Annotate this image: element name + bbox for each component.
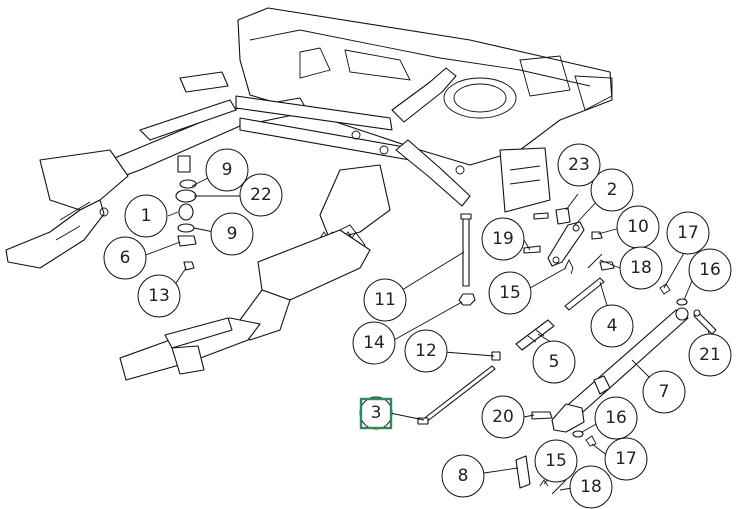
callout-1: 1	[124, 194, 168, 238]
callout-20: 20	[481, 395, 525, 439]
svg-text:18: 18	[630, 258, 652, 278]
callout-2: 2	[590, 168, 634, 212]
svg-text:19: 19	[492, 229, 514, 249]
svg-text:12: 12	[415, 341, 437, 361]
svg-text:11: 11	[374, 290, 396, 310]
svg-text:23: 23	[568, 155, 590, 175]
callout-13: 13	[137, 274, 181, 318]
svg-text:8: 8	[458, 466, 469, 486]
svg-text:2: 2	[607, 180, 618, 200]
svg-text:20: 20	[492, 407, 514, 427]
callout-19: 19	[481, 217, 525, 261]
callout-7: 7	[642, 370, 686, 414]
svg-text:16: 16	[699, 260, 721, 280]
svg-text:15: 15	[545, 451, 567, 471]
svg-text:13: 13	[148, 286, 170, 306]
callout-18b: 18	[569, 465, 613, 509]
svg-text:14: 14	[363, 333, 385, 353]
callout-4: 4	[590, 304, 634, 348]
callout-12: 12	[404, 329, 448, 373]
svg-text:10: 10	[627, 217, 649, 237]
callout-5: 5	[532, 340, 576, 384]
callout-3: 3	[359, 396, 393, 430]
callout-21: 21	[688, 333, 732, 377]
svg-text:22: 22	[250, 185, 272, 205]
callout-14: 14	[352, 321, 396, 365]
callout-8: 8	[441, 454, 485, 498]
svg-text:1: 1	[141, 206, 152, 226]
svg-text:18: 18	[580, 477, 602, 497]
svg-text:16: 16	[605, 408, 627, 428]
callout-15b: 15	[534, 439, 578, 483]
svg-text:9: 9	[227, 224, 238, 244]
callout-11: 11	[363, 278, 407, 322]
callout-9a: 9	[205, 148, 249, 192]
svg-text:17: 17	[615, 449, 637, 469]
callout-22: 22	[239, 173, 283, 217]
callout-16b: 16	[594, 396, 638, 440]
callout-9b: 9	[210, 212, 254, 256]
callout-10: 10	[616, 205, 660, 249]
svg-text:4: 4	[607, 316, 618, 336]
callout-17b: 17	[604, 437, 648, 481]
frame-assembly	[5, 7, 613, 381]
callout-6: 6	[103, 236, 147, 280]
callout-23: 23	[557, 143, 601, 187]
svg-text:6: 6	[120, 248, 131, 268]
callout-18a: 18	[619, 246, 663, 290]
callout-16a: 16	[688, 248, 732, 292]
callout-17a: 17	[666, 211, 710, 255]
loose-parts	[175, 155, 717, 495]
svg-text:3: 3	[371, 403, 382, 423]
svg-text:15: 15	[499, 283, 521, 303]
callout-15a: 15	[488, 271, 532, 315]
svg-text:17: 17	[677, 223, 699, 243]
svg-text:9: 9	[222, 160, 233, 180]
svg-text:5: 5	[549, 352, 560, 372]
svg-text:21: 21	[699, 345, 721, 365]
svg-text:7: 7	[659, 382, 670, 402]
